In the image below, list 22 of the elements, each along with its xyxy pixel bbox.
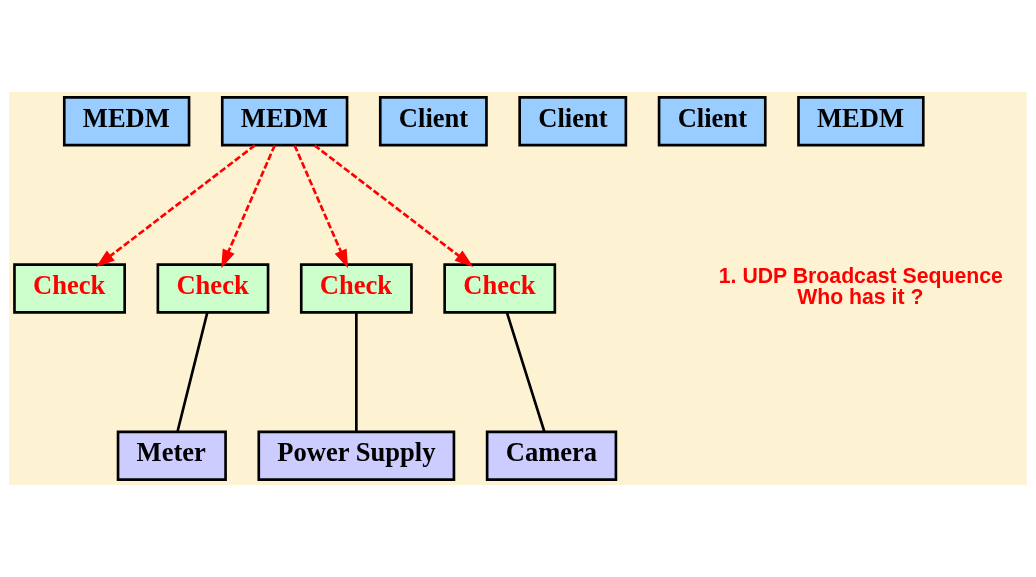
label: 1. UDP Broadcast Sequence <box>718 263 1003 288</box>
label: Who has it ? <box>797 285 924 310</box>
node-box: Camera <box>485 430 618 481</box>
connector <box>176 312 209 433</box>
node-box: Power Supply <box>257 430 456 481</box>
node-box: MEDM <box>220 96 349 147</box>
node-box: Meter <box>116 430 227 481</box>
node-box: Check <box>156 263 270 314</box>
arrow <box>221 144 276 269</box>
connector <box>505 312 546 433</box>
node-box: MEDM <box>62 96 191 147</box>
node-box: Check <box>443 263 557 314</box>
node-box: Check <box>13 263 126 314</box>
node-box: Client <box>657 96 767 147</box>
node-box: Client <box>518 96 628 147</box>
arrow <box>96 144 256 267</box>
node-box: Check <box>299 263 413 314</box>
connector <box>355 312 358 432</box>
node-box: MEDM <box>797 96 925 147</box>
arrow <box>293 144 349 269</box>
arrow <box>313 144 474 267</box>
node-box: Client <box>378 96 488 147</box>
